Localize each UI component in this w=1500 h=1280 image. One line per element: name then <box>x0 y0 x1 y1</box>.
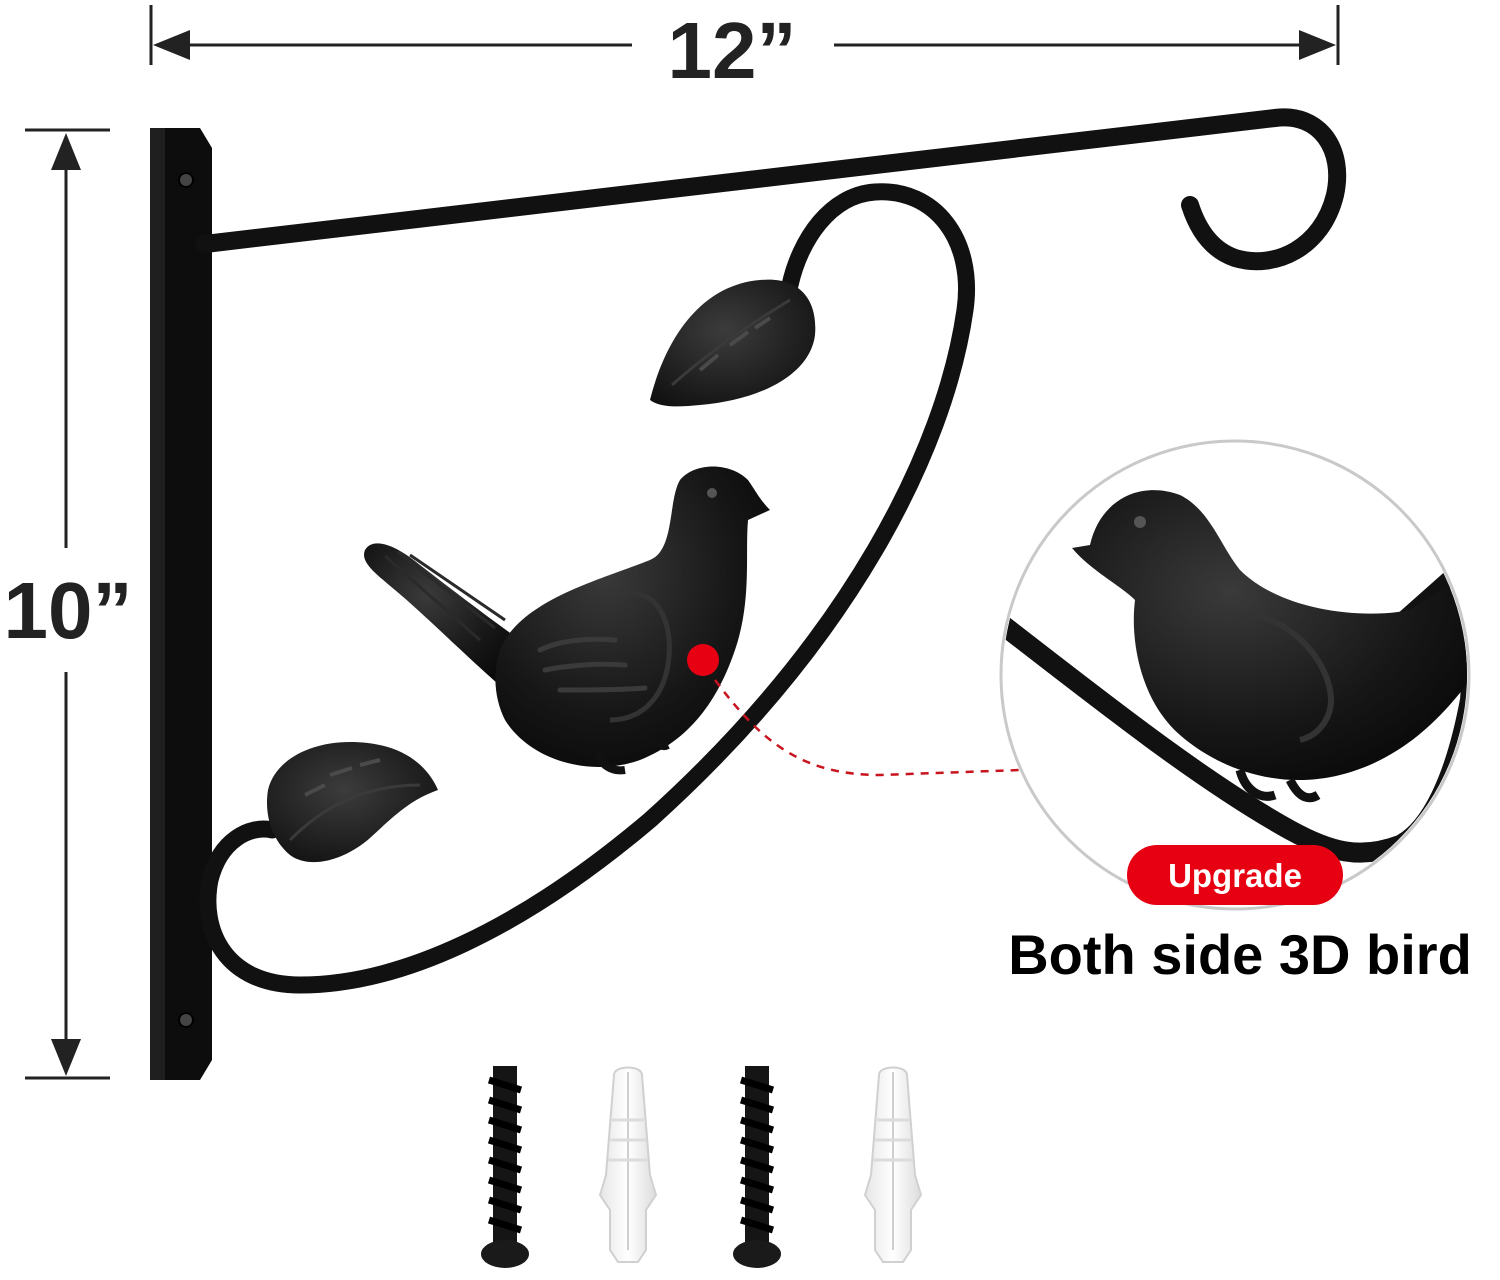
wall-bracket <box>150 108 1347 1080</box>
height-dimension: 10” <box>4 128 133 1080</box>
screw-icon <box>481 1066 529 1268</box>
arrow-left-icon <box>153 30 190 60</box>
callout-leader <box>714 679 1021 777</box>
height-label: 10” <box>4 566 133 655</box>
arrow-up-icon <box>51 133 81 170</box>
screw-hole-top <box>178 172 194 188</box>
lower-leaf <box>266 742 438 863</box>
anchor-icon <box>863 1066 923 1263</box>
screw-icon <box>733 1066 781 1268</box>
feature-caption: Both side 3D bird <box>1008 923 1472 986</box>
arrow-down-icon <box>51 1039 81 1076</box>
arrow-right-icon <box>1299 30 1336 60</box>
width-dimension: 12” <box>149 5 1340 95</box>
wall-plate <box>150 128 212 1080</box>
hanging-arm <box>196 108 1347 271</box>
anchor-icon <box>598 1066 658 1263</box>
bird-figure <box>364 466 770 775</box>
upper-leaf <box>650 279 816 407</box>
highlight-dot <box>687 644 719 676</box>
width-label: 12” <box>668 6 797 95</box>
upgrade-badge <box>1127 845 1343 905</box>
scroll-support <box>199 183 975 994</box>
upgrade-badge-text: Upgrade <box>1168 857 1302 894</box>
hardware-set <box>481 1066 923 1268</box>
zoom-detail: Upgrade Both side 3D bird <box>999 439 1472 986</box>
screw-hole-bottom <box>178 1012 194 1028</box>
